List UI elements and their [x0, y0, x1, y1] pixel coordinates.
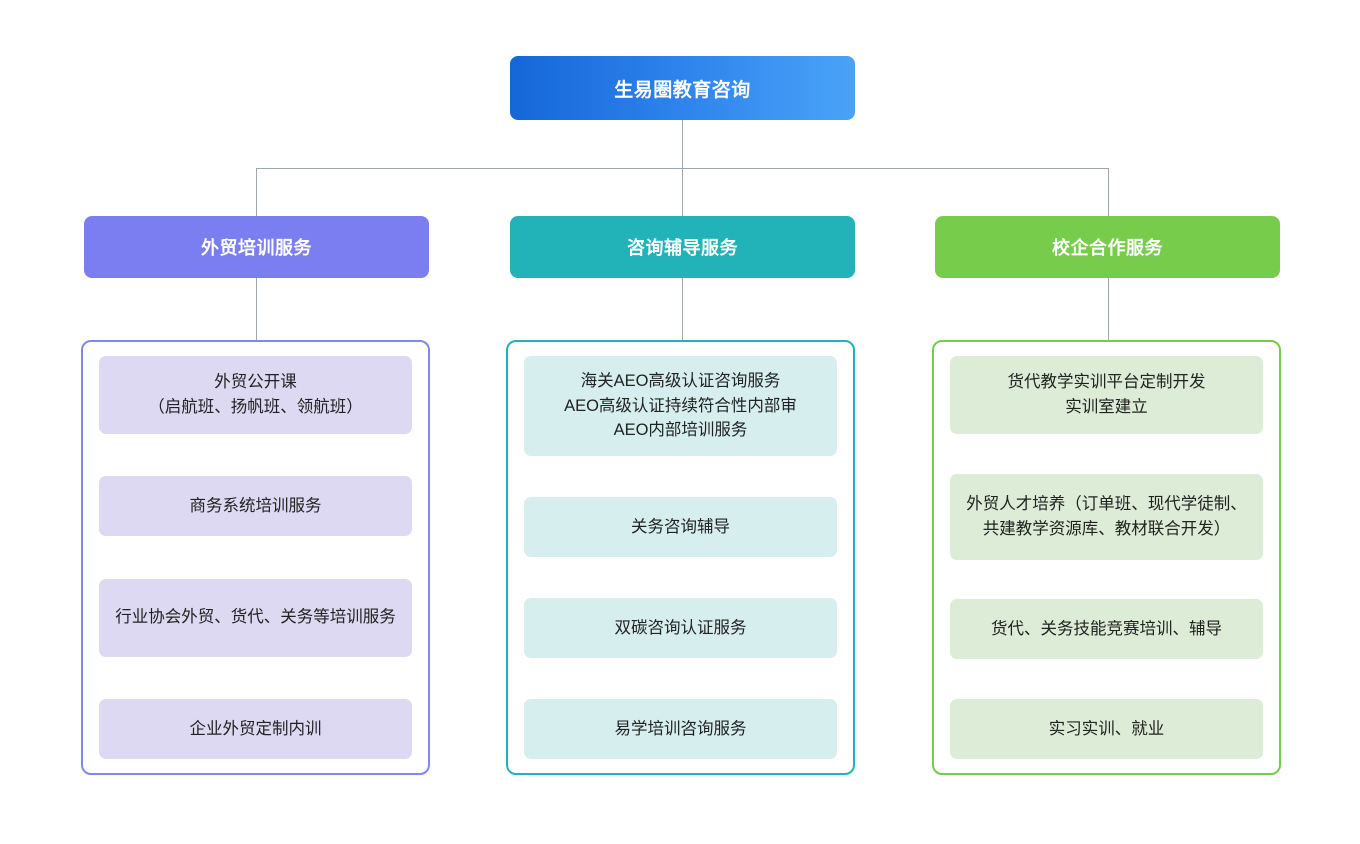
root-node[interactable]: 生易圈教育咨询 — [510, 56, 855, 120]
branch-header-waimao-peixun[interactable]: 外贸培训服务 — [84, 216, 429, 278]
leaf-card[interactable]: 双碳咨询认证服务 — [524, 598, 837, 658]
leaf-card[interactable]: 货代教学实训平台定制开发 实训室建立 — [950, 356, 1263, 434]
connector-drop-branch-3 — [1108, 168, 1109, 216]
branch-header-zixun-fudao[interactable]: 咨询辅导服务 — [510, 216, 855, 278]
leaf-card[interactable]: 易学培训咨询服务 — [524, 699, 837, 759]
branch-box-xiaoqi-hezuo: 货代教学实训平台定制开发 实训室建立 外贸人才培养（订单班、现代学徒制、共建教学… — [932, 340, 1281, 775]
leaf-card[interactable]: 外贸人才培养（订单班、现代学徒制、共建教学资源库、教材联合开发） — [950, 473, 1263, 560]
leaf-card[interactable]: 外贸公开课 （启航班、扬帆班、领航班） — [99, 356, 412, 434]
leaf-card[interactable]: 货代、关务技能竞赛培训、辅导 — [950, 599, 1263, 660]
connector-header-to-box-1 — [256, 278, 257, 340]
branch-header-xiaoqi-hezuo[interactable]: 校企合作服务 — [935, 216, 1280, 278]
leaf-card[interactable]: 行业协会外贸、货代、关务等培训服务 — [99, 578, 412, 657]
leaf-card[interactable]: 实习实训、就业 — [950, 698, 1263, 759]
branch-header-label: 咨询辅导服务 — [627, 238, 738, 258]
leaf-card[interactable]: 商务系统培训服务 — [99, 476, 412, 537]
connector-drop-branch-2 — [682, 168, 683, 216]
leaf-card[interactable]: 企业外贸定制内训 — [99, 698, 412, 759]
leaf-card[interactable]: 关务咨询辅导 — [524, 497, 837, 557]
branch-box-zixun-fudao: 海关AEO高级认证咨询服务 AEO高级认证持续符合性内部审 AEO内部培训服务 … — [506, 340, 855, 775]
branch-header-label: 校企合作服务 — [1052, 238, 1163, 258]
branch-box-waimao-peixun: 外贸公开课 （启航班、扬帆班、领航班） 商务系统培训服务 行业协会外贸、货代、关… — [81, 340, 430, 775]
connector-root-vertical — [682, 120, 683, 168]
branch-header-label: 外贸培训服务 — [201, 238, 312, 258]
leaf-card[interactable]: 海关AEO高级认证咨询服务 AEO高级认证持续符合性内部审 AEO内部培训服务 — [524, 356, 837, 456]
root-node-label: 生易圈教育咨询 — [614, 79, 751, 101]
connector-header-to-box-3 — [1108, 278, 1109, 340]
connector-header-to-box-2 — [682, 278, 683, 340]
connector-drop-branch-1 — [256, 168, 257, 216]
